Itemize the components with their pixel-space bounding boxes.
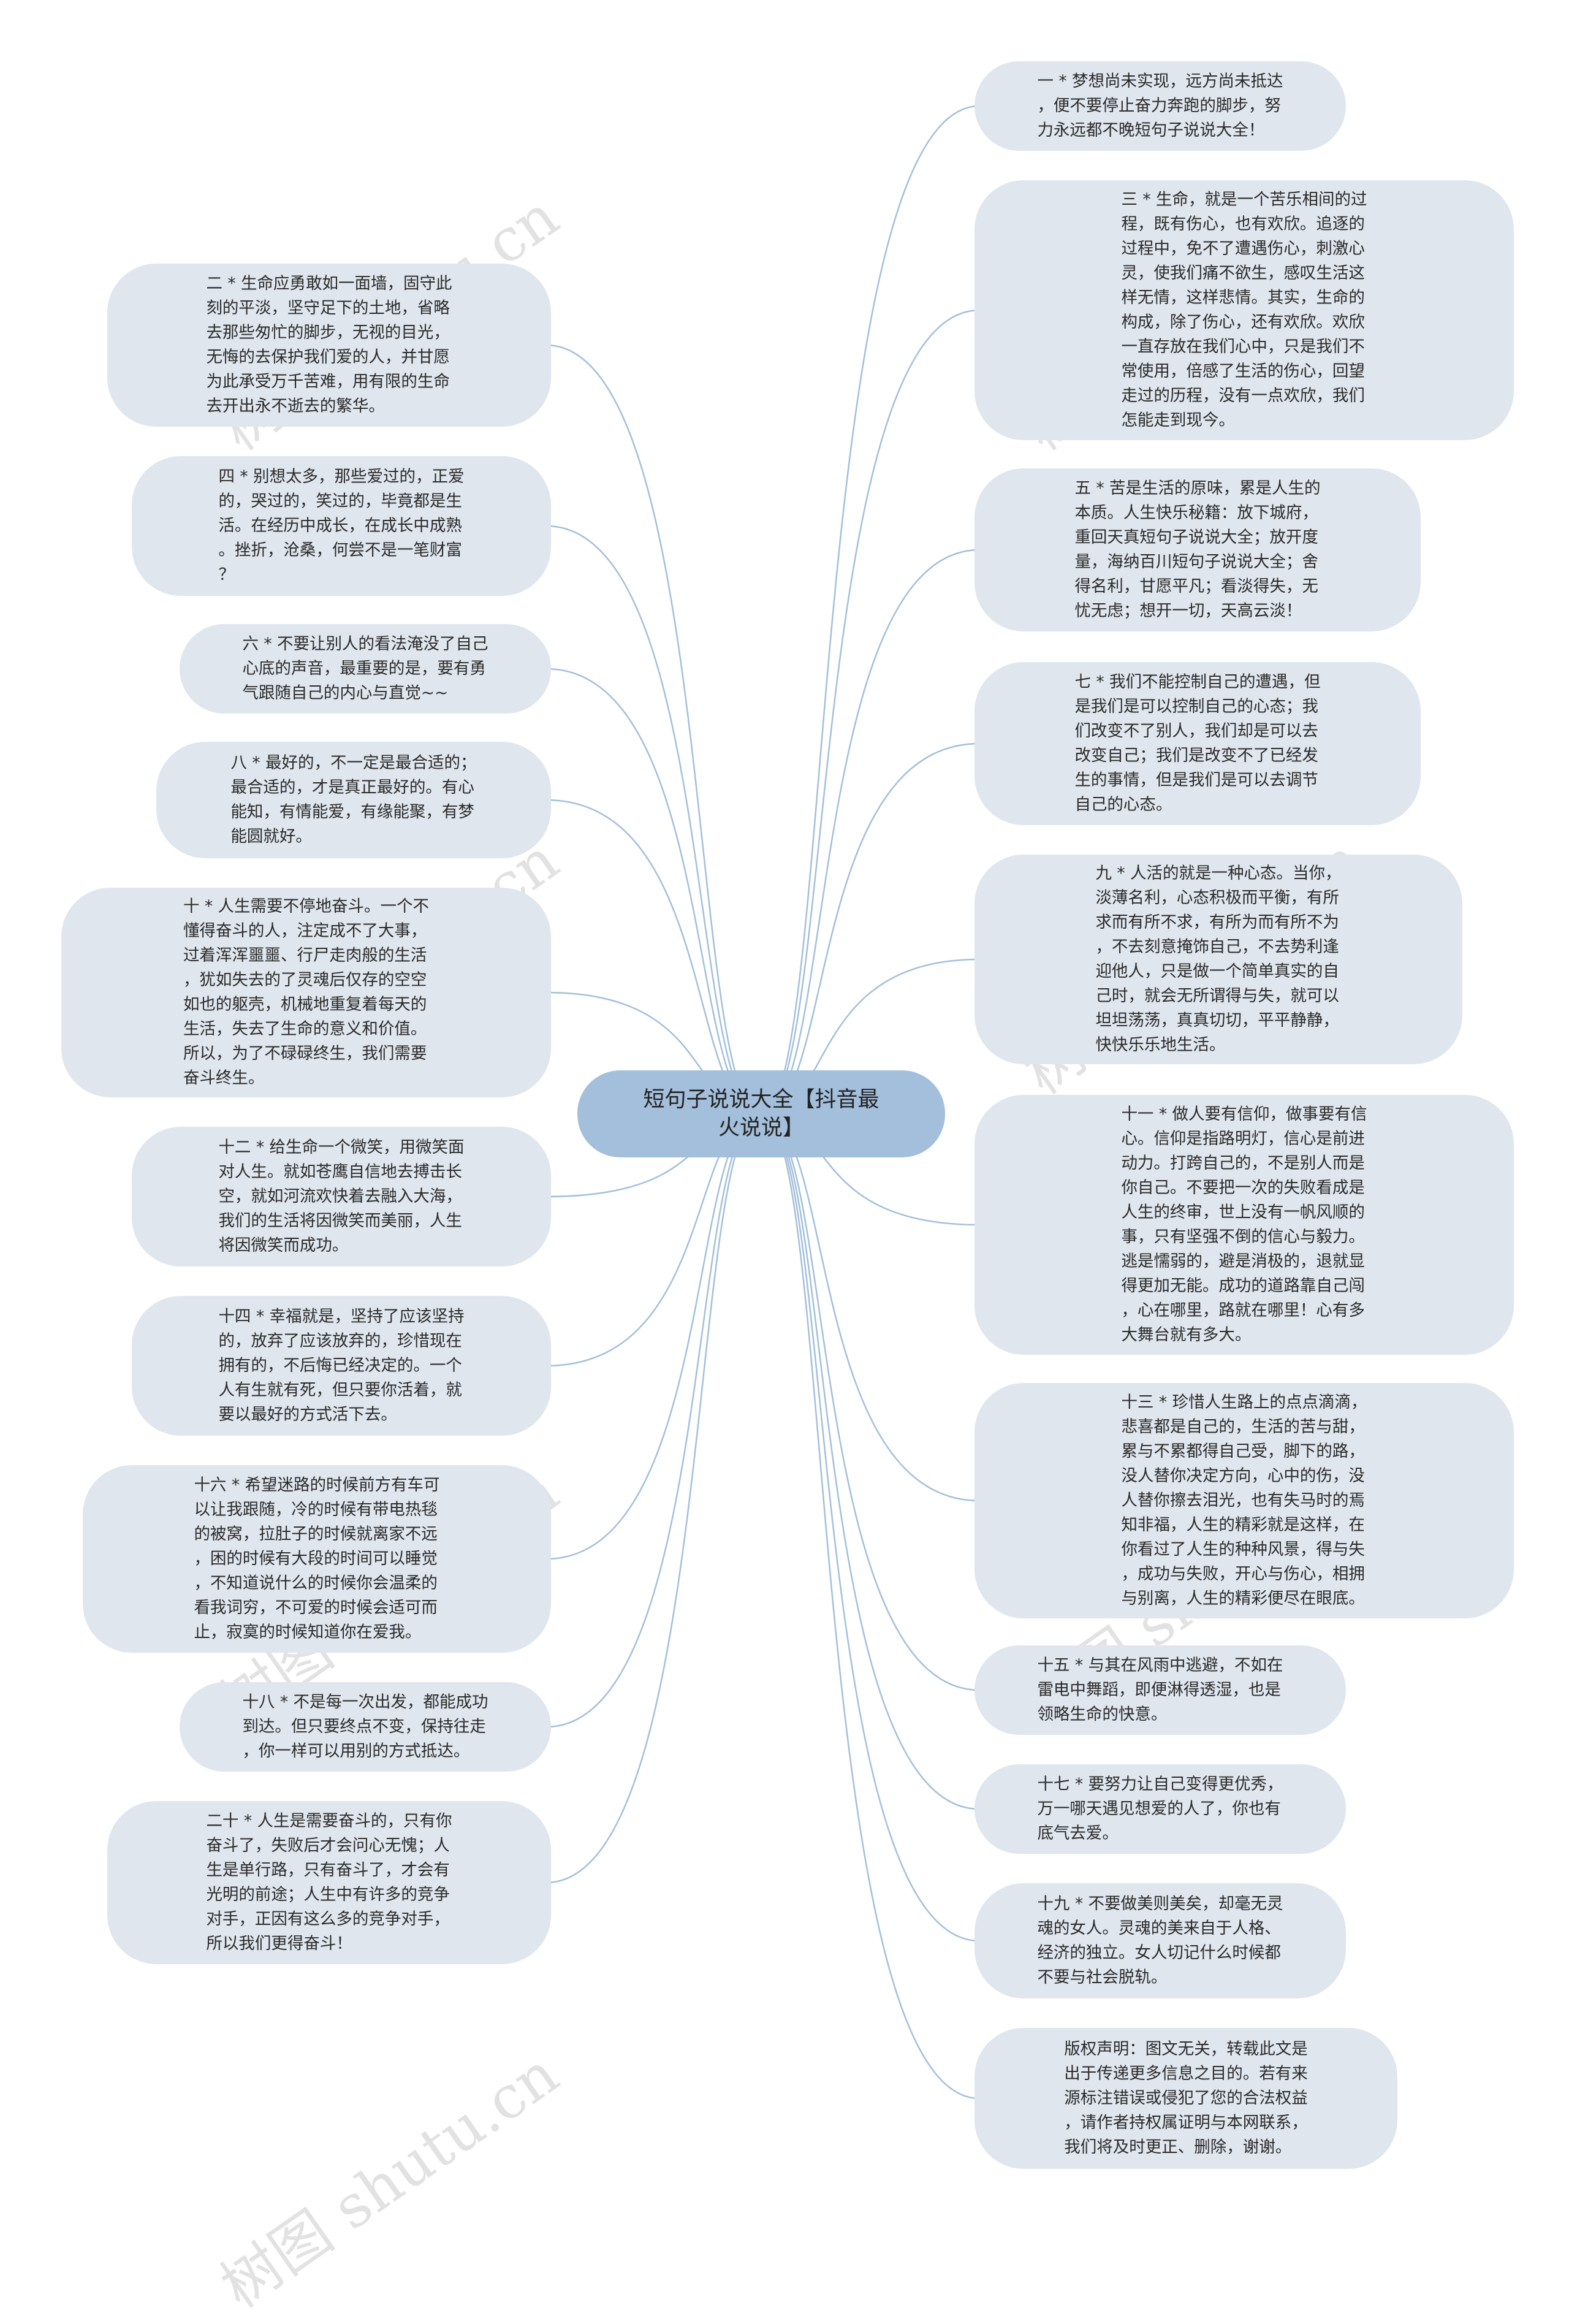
connector-line bbox=[761, 105, 980, 1115]
topic-node-19[interactable]: 十九 * 不要做美则美矣，却毫无灵 魂的女人。灵魂的美来自于人格、 经济的独立。… bbox=[974, 1883, 1346, 1998]
topic-node-text: 六 * 不要让别人的看法淹没了自己 心底的声音，最重要的是，要有勇 气跟随自己的… bbox=[242, 634, 488, 703]
topic-node-text: 十一 * 做人要有信仰，做事要有信 心。信仰是指路明灯，信心是前进 动力。打跨自… bbox=[1121, 1105, 1367, 1344]
topic-node-text: 十四 * 幸福就是，坚持了应该坚持 的，放弃了应该放弃的，珍惜现在 拥有的，不后… bbox=[218, 1307, 465, 1424]
topic-node-18[interactable]: 十八 * 不是每一次出发，都能成功 到达。但只要终点不变，保持往走 ，你一样可以… bbox=[180, 1682, 551, 1772]
connector-line bbox=[761, 1113, 980, 2100]
connector-line bbox=[545, 1113, 762, 1728]
connector-line bbox=[761, 1113, 980, 1810]
topic-node-3[interactable]: 三 * 生命，就是一个苦乐相间的过 程，既有伤心，也有欢欣。追逐的 过程中，免不… bbox=[974, 180, 1514, 440]
topic-node-text: 二十 * 人生是需要奋斗的，只有你 奋斗了，失败后才会问心无愧；人 生是单行路，… bbox=[206, 1812, 452, 1953]
connector-line bbox=[545, 799, 762, 1115]
copyright-notice-text: 版权声明：图文无关，转载此文是 出于传递更多信息之目的。若有来 源标注错误或侵犯… bbox=[1064, 2040, 1308, 2157]
connector-line bbox=[545, 344, 762, 1115]
topic-node-17[interactable]: 十七 * 要努力让自己变得更优秀， 万一哪天遇见想爱的人了，你也有 底气去爱。 bbox=[974, 1764, 1346, 1854]
topic-node-text: 八 * 最好的，不一定是最合适的； 最合适的，才是真正最好的。有心 能知，有情能… bbox=[230, 753, 477, 846]
topic-node-text: 十六 * 希望迷路的时候前方有车可 以让我跟随，冷的时候有带电热毯 的被窝，拉肚… bbox=[194, 1476, 440, 1642]
connector-line bbox=[761, 309, 980, 1115]
topic-node-text: 十七 * 要努力让自己变得更优秀， 万一哪天遇见想爱的人了，你也有 底气去爱。 bbox=[1037, 1775, 1283, 1843]
topic-node-6[interactable]: 六 * 不要让别人的看法淹没了自己 心底的声音，最重要的是，要有勇 气跟随自己的… bbox=[180, 624, 551, 714]
topic-node-7[interactable]: 七 * 我们不能控制自己的遭遇，但 是我们是可以控制自己的心态；我 们改变不了别… bbox=[974, 662, 1421, 825]
topic-node-11[interactable]: 十一 * 做人要有信仰，做事要有信 心。信仰是指路明灯，信心是前进 动力。打跨自… bbox=[974, 1095, 1514, 1355]
connector-line bbox=[545, 1113, 762, 1884]
topic-node-2[interactable]: 二 * 生命应勇敢如一面墙，固守此 刻的平淡，坚守足下的土地，省略 去那些匆忙的… bbox=[107, 264, 551, 427]
topic-node-text: 十二 * 给生命一个微笑，用微笑面 对人生。就如苍鹰自信地去搏击长 空，就如河流… bbox=[218, 1138, 465, 1255]
topic-node-text: 十五 * 与其在风雨中逃避，不如在 雷电中舞蹈，即便淋得透湿，也是 领略生命的快… bbox=[1037, 1656, 1283, 1724]
topic-node-20[interactable]: 二十 * 人生是需要奋斗的，只有你 奋斗了，失败后才会问心无愧；人 生是单行路，… bbox=[107, 1801, 551, 1964]
topic-node-13[interactable]: 十三 * 珍惜人生路上的点点滴滴， 悲喜都是自己的，生活的苦与甜， 累与不累都得… bbox=[974, 1383, 1514, 1618]
topic-node-text: 七 * 我们不能控制自己的遭遇，但 是我们是可以控制自己的心态；我 们改变不了别… bbox=[1074, 672, 1321, 814]
central-topic-label: 短句子说说大全【抖音最 火说说】 bbox=[643, 1088, 879, 1140]
central-topic[interactable]: 短句子说说大全【抖音最 火说说】 bbox=[577, 1070, 945, 1157]
topic-node-text: 十九 * 不要做美则美矣，却毫无灵 魂的女人。灵魂的美来自于人格、 经济的独立。… bbox=[1037, 1894, 1283, 1987]
topic-node-5[interactable]: 五 * 苦是生活的原味，累是人生的 本质。人生快乐秘籍：放下城府， 重回天真短句… bbox=[974, 468, 1421, 631]
topic-node-10[interactable]: 十 * 人生需要不停地奋斗。一个不 懂得奋斗的人，注定成不了大事， 过着浑浑噩噩… bbox=[61, 888, 551, 1097]
topic-node-14[interactable]: 十四 * 幸福就是，坚持了应该坚持 的，放弃了应该放弃的，珍惜现在 拥有的，不后… bbox=[132, 1296, 551, 1436]
topic-node-text: 二 * 生命应勇敢如一面墙，固守此 刻的平淡，坚守足下的土地，省略 去那些匆忙的… bbox=[206, 274, 452, 416]
topic-node-12[interactable]: 十二 * 给生命一个微笑，用微笑面 对人生。就如苍鹰自信地去搏击长 空，就如河流… bbox=[132, 1127, 551, 1267]
topic-node-text: 十三 * 珍惜人生路上的点点滴滴， 悲喜都是自己的，生活的苦与甜， 累与不累都得… bbox=[1121, 1393, 1367, 1608]
topic-node-text: 三 * 生命，就是一个苦乐相间的过 程，既有伤心，也有欢欣。追逐的 过程中，免不… bbox=[1121, 190, 1367, 430]
topic-node-text: 十八 * 不是每一次出发，都能成功 到达。但只要终点不变，保持往走 ，你一样可以… bbox=[242, 1693, 488, 1761]
connector-line bbox=[545, 525, 762, 1115]
topic-node-1[interactable]: 一 * 梦想尚未实现，远方尚未抵达 ，便不要停止奋力奔跑的脚步，努 力永远都不晚… bbox=[974, 61, 1346, 151]
copyright-notice-node[interactable]: 版权声明：图文无关，转载此文是 出于传递更多信息之目的。若有来 源标注错误或侵犯… bbox=[974, 2028, 1397, 2169]
topic-node-8[interactable]: 八 * 最好的，不一定是最合适的； 最合适的，才是真正最好的。有心 能知，有情能… bbox=[156, 742, 551, 858]
topic-node-4[interactable]: 四 * 别想太多，那些爱过的，正爱 的，哭过的，笑过的，毕竟都是生 活。在经历中… bbox=[132, 456, 551, 596]
topic-node-text: 一 * 梦想尚未实现，远方尚未抵达 ，便不要停止奋力奔跑的脚步，努 力永远都不晚… bbox=[1037, 72, 1283, 140]
topic-node-text: 九 * 人活的就是一种心态。当你， 淡薄名利，心态积极而平衡，有所 求而有所不求… bbox=[1095, 864, 1342, 1054]
topic-node-9[interactable]: 九 * 人活的就是一种心态。当你， 淡薄名利，心态积极而平衡，有所 求而有所不求… bbox=[974, 855, 1462, 1064]
connector-line bbox=[761, 742, 980, 1115]
topic-node-16[interactable]: 十六 * 希望迷路的时候前方有车可 以让我跟随，冷的时候有带电热毯 的被窝，拉肚… bbox=[83, 1465, 551, 1653]
connector-line bbox=[761, 1113, 980, 1502]
connector-line bbox=[761, 1113, 980, 1942]
topic-node-text: 十 * 人生需要不停地奋斗。一个不 懂得奋斗的人，注定成不了大事， 过着浑浑噩噩… bbox=[183, 897, 430, 1088]
topic-node-15[interactable]: 十五 * 与其在风雨中逃避，不如在 雷电中舞蹈，即便淋得透湿，也是 领略生命的快… bbox=[974, 1645, 1346, 1735]
topic-node-text: 四 * 别想太多，那些爱过的，正爱 的，哭过的，笑过的，毕竟都是生 活。在经历中… bbox=[218, 467, 465, 584]
topic-node-text: 五 * 苦是生活的原味，累是人生的 本质。人生快乐秘籍：放下城府， 重回天真短句… bbox=[1074, 479, 1321, 620]
connector-line bbox=[761, 549, 980, 1115]
